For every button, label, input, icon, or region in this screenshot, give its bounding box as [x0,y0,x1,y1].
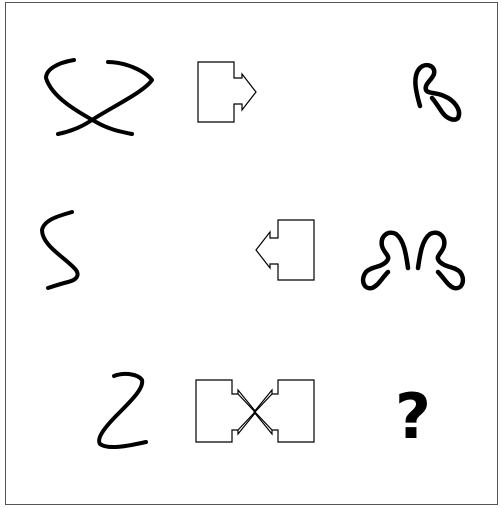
squiggle-figure [415,65,459,119]
box-with-left-arrow [256,220,314,280]
crossed-hook-figure [46,60,152,134]
question-mark: ? [395,380,431,453]
mirrored-squiggle-figure [363,233,463,289]
box-with-right-arrow [198,62,256,122]
s-curve-figure [42,212,78,288]
two-boxes-crossing-arrows [196,380,314,442]
z-curve-figure [99,374,146,447]
